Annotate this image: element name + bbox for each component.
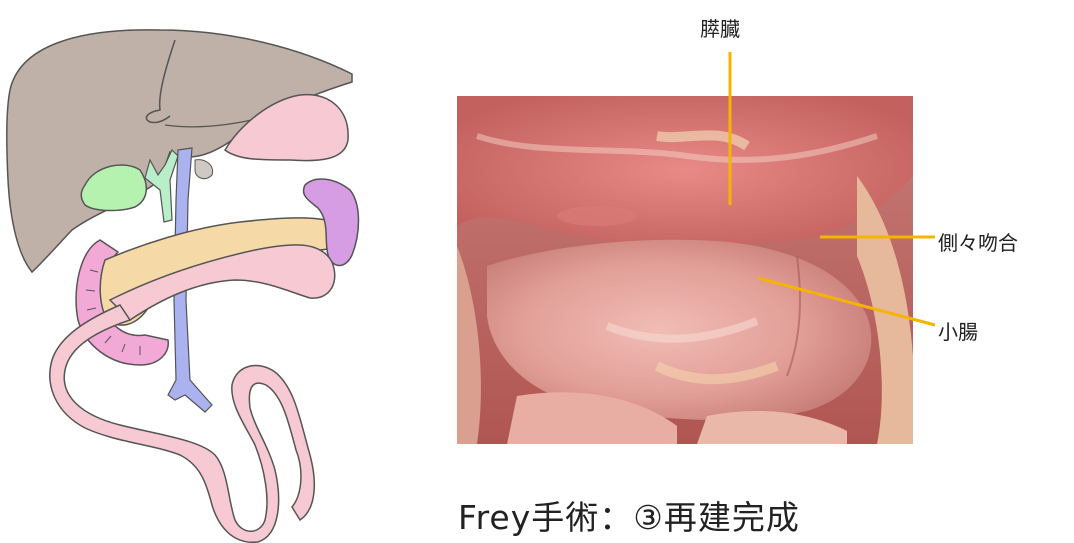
side-to-side-anastomosis-label: 側々吻合: [938, 227, 1018, 256]
anatomy-diagram: [0, 0, 440, 543]
pancreas-label: 膵臓: [700, 13, 740, 42]
surgical-photo: [457, 96, 913, 444]
caudate-shape: [195, 160, 213, 179]
photo-pancreas-region: [457, 96, 913, 244]
surgical-photo-art: [457, 96, 913, 444]
slide-caption: Frey手術：③再建完成: [458, 491, 800, 539]
small-intestine-label: 小腸: [938, 316, 978, 345]
